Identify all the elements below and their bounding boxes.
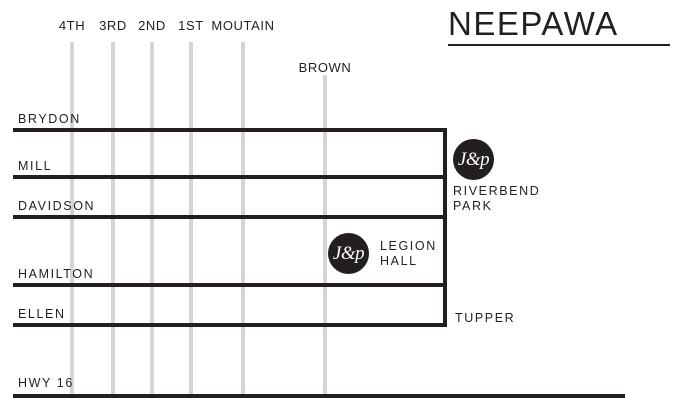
jp-monogram-icon: J&p (328, 233, 369, 274)
vertical-street-label: 1ST (178, 18, 204, 33)
horizontal-street-line (13, 283, 447, 287)
jp-monogram-icon: J&p (453, 139, 494, 180)
horizontal-street-line (13, 175, 447, 179)
point-of-interest-label: RIVERBEND PARK (453, 184, 541, 213)
point-of-interest[interactable]: J&p LEGION HALL (328, 233, 437, 274)
horizontal-street-line (13, 215, 447, 219)
vertical-street-label: BROWN (298, 60, 352, 75)
horizontal-street-line (13, 394, 625, 398)
horizontal-street-label: MILL (18, 159, 53, 173)
horizontal-street-label: DAVIDSON (18, 199, 96, 213)
vertical-street-line (323, 75, 327, 394)
horizontal-street-label: HWY 16 (18, 376, 74, 390)
horizontal-street-line (13, 128, 447, 132)
vertical-street-label: MOUTAIN (211, 18, 275, 33)
horizontal-street-line (13, 323, 447, 327)
title-underline (448, 44, 670, 46)
map-boundary-line (443, 128, 447, 327)
vertical-street-label: 3RD (99, 18, 127, 33)
vertical-street-label: 2ND (138, 18, 166, 33)
vertical-street-label: 4TH (58, 18, 86, 33)
page-title: NEEPAWA (448, 5, 619, 42)
horizontal-street-label: HAMILTON (18, 267, 95, 281)
horizontal-street-label: BRYDON (18, 112, 81, 126)
point-of-interest-label: LEGION HALL (380, 238, 437, 268)
horizontal-street-label: ELLEN (18, 307, 66, 321)
map-title-block: NEEPAWA (448, 6, 670, 46)
side-street-label: TUPPER (455, 311, 516, 325)
